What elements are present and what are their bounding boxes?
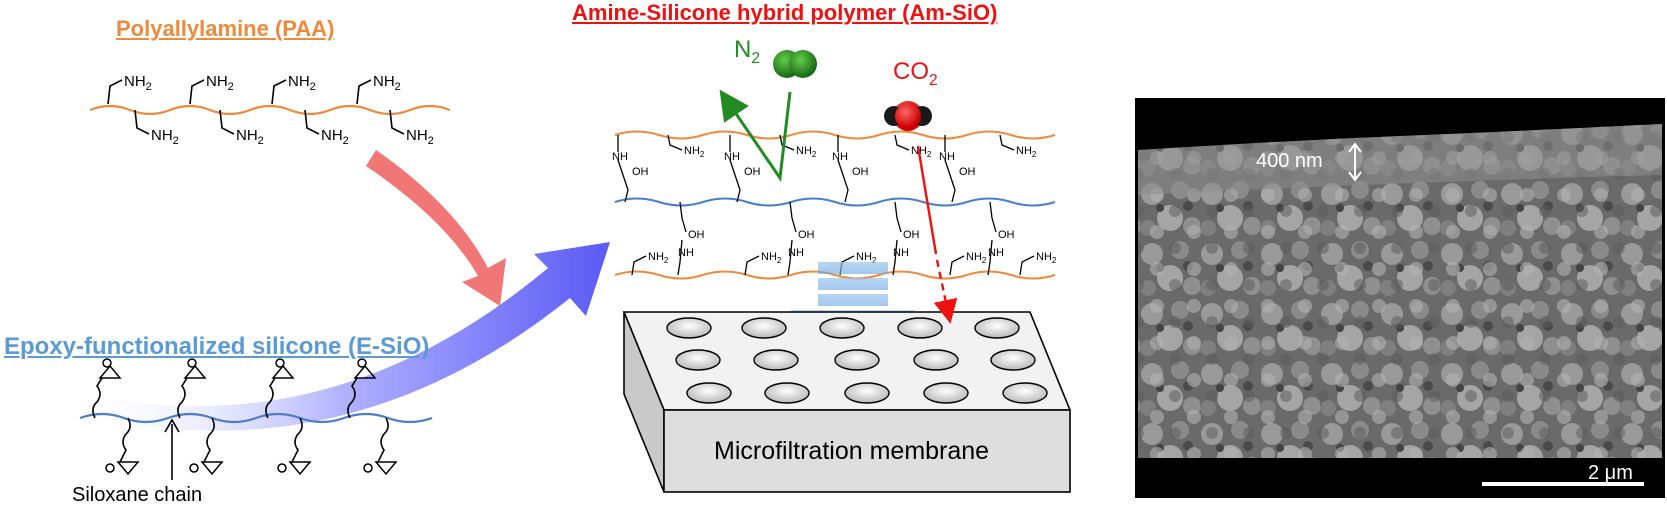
svg-text:NH2: NH2 (684, 145, 705, 159)
svg-text:NH2: NH2 (966, 251, 987, 265)
svg-text:NH2: NH2 (911, 145, 932, 159)
svg-text:OH: OH (688, 229, 705, 241)
sem-image (1135, 98, 1665, 498)
svg-text:NH: NH (612, 151, 628, 163)
svg-text:NH2: NH2 (288, 73, 316, 93)
svg-text:NH2: NH2 (124, 73, 152, 93)
svg-text:OH: OH (903, 229, 920, 241)
svg-text:OH: OH (998, 229, 1015, 241)
svg-text:NH2: NH2 (373, 73, 401, 93)
svg-text:OH: OH (744, 166, 761, 178)
sem-thickness-label: 400 nm (1256, 150, 1323, 172)
svg-text:NH2: NH2 (856, 251, 877, 265)
amsio-title: Amine-Silicone hybrid polymer (Am-SiO) (572, 0, 998, 25)
svg-text:NH: NH (832, 151, 848, 163)
paa-title: Polyallylamine (PAA) (116, 16, 335, 41)
co2-path-solid (916, 145, 938, 255)
siloxane-chain-label: Siloxane chain (72, 484, 203, 506)
svg-text:OH: OH (798, 229, 815, 241)
sem-scale-bar-label: 2 μm (1588, 462, 1633, 484)
svg-text:OH: OH (959, 166, 976, 178)
svg-text:NH2: NH2 (648, 251, 669, 265)
co2-molecule (884, 101, 932, 131)
svg-text:NH2: NH2 (1036, 251, 1057, 265)
svg-text:NH: NH (788, 247, 804, 259)
red-reaction-arrow (366, 150, 506, 306)
paa-structure: NH2 NH2 NH2 NH2 NH2 NH2 NH2 NH2 (89, 73, 451, 147)
esio-structure (79, 358, 433, 480)
svg-text:NH2: NH2 (1016, 145, 1037, 159)
svg-text:NH2: NH2 (321, 127, 349, 147)
svg-text:OH: OH (852, 166, 869, 178)
n2-label: N2 (734, 36, 761, 67)
svg-text:NH2: NH2 (761, 251, 782, 265)
svg-text:NH: NH (893, 247, 909, 259)
co2-path-dashed (933, 259, 958, 324)
n2-molecule (773, 50, 817, 78)
svg-text:NH: NH (724, 151, 740, 163)
esio-title: Epoxy-functionalized silicone (E-SiO) (4, 333, 430, 360)
svg-text:NH: NH (678, 247, 694, 259)
n2-path-arrow (719, 89, 792, 183)
membrane-label: Microfiltration membrane (714, 437, 990, 465)
svg-text:NH: NH (988, 247, 1004, 259)
svg-text:NH: NH (939, 151, 955, 163)
svg-text:NH2: NH2 (406, 127, 434, 147)
blue-reaction-arrow (80, 242, 610, 431)
svg-text:NH2: NH2 (796, 145, 817, 159)
svg-text:OH: OH (632, 166, 649, 178)
svg-text:NH2: NH2 (151, 127, 179, 147)
amsio-structure: NH OH NH OH NH OH NH OH NH2 NH2 NH2 NH2 OH NH… (612, 130, 1057, 280)
svg-text:NH2: NH2 (206, 73, 234, 93)
membrane-pores (666, 317, 1048, 404)
svg-text:NH2: NH2 (236, 127, 264, 147)
co2-label: CO2 (893, 58, 938, 89)
